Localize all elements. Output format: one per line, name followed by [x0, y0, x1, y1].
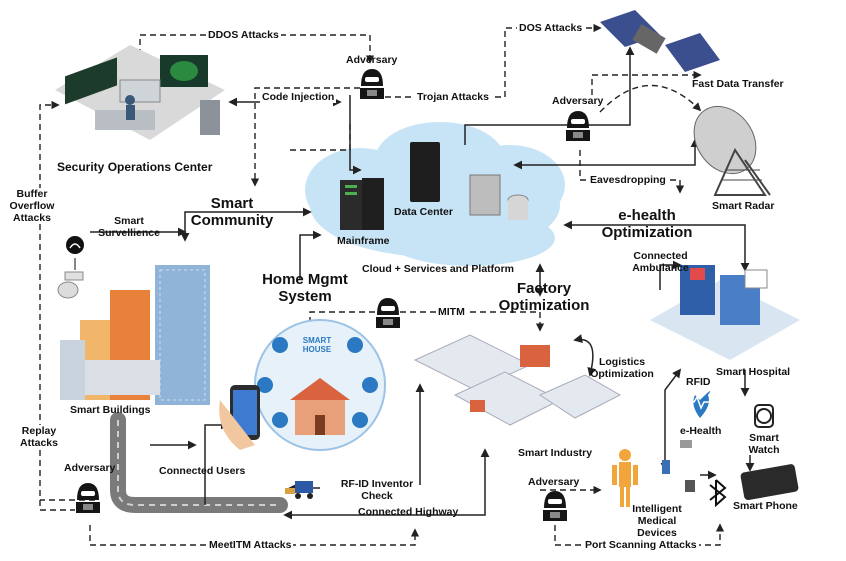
buffer-overflow-line: [39, 100, 60, 430]
factory-optimization-label: Factory Optimization: [498, 280, 590, 314]
mitm-label: MITM: [436, 306, 467, 318]
surveillance-illustration: [57, 236, 84, 299]
smart-industry-label: Smart Industry: [518, 447, 593, 459]
smart-hospital-label: Smart Hospital: [716, 366, 791, 378]
connected-users-label: Connected Users: [159, 465, 246, 477]
smart-radar-label: Smart Radar: [712, 200, 775, 212]
adversary-label: Adversary: [552, 95, 604, 107]
cloud-label: Cloud + Services and Platform: [362, 263, 515, 275]
rfid-inventory-label: RF-ID Inventor Check: [340, 478, 414, 502]
adversary-icon: [357, 66, 387, 100]
adversary-radar-line: [599, 84, 702, 113]
trojan-attack-label: Trojan Attacks: [415, 91, 491, 103]
smart-community-label: Smart Community: [190, 195, 274, 229]
code-injection-line: [250, 87, 360, 187]
intelligent-medical-devices-label: Intelligent Medical Devices: [632, 503, 682, 539]
phone-hand-illustration: [219, 385, 260, 450]
ehealth-label: e-Health: [680, 425, 722, 437]
logistics-optimization-label: Logistics Optimization: [590, 356, 654, 380]
bluetooth-illustration: [709, 479, 727, 508]
data-center-label: Data Center: [394, 206, 453, 218]
adversary-icon: [563, 108, 593, 142]
buffer-overflow-label: Buffer Overflow Attacks: [0, 188, 64, 224]
rfid-truck-illustration: [285, 481, 313, 499]
medical-human-figure: [612, 440, 695, 507]
ddos-attack-label: DDOS Attacks: [206, 29, 281, 41]
soc-label: Security Operations Center: [57, 160, 213, 174]
security-operations-center-illustration: [55, 45, 225, 140]
adversary-icon: [540, 488, 570, 522]
adversary-icon: [373, 295, 403, 329]
satellite-illustration: [600, 10, 720, 72]
smart-buildings-label: Smart Buildings: [70, 404, 151, 416]
smart-surveillence-label: Smart Survellience: [98, 215, 160, 239]
smart-house-label: SMART HOUSE: [302, 336, 332, 354]
fast-data-transfer-label: Fast Data Transfer: [692, 78, 784, 90]
server-illustration: [340, 142, 529, 230]
meetitm-attack-label: MeetITM Attacks: [207, 539, 294, 551]
smart-watch-illustration: [754, 404, 774, 428]
smart-phone-illustration: [740, 464, 799, 501]
adversary-icon: [73, 480, 103, 514]
replay-line: [39, 430, 75, 511]
ehealth-optimization-label: e-health Optimization: [601, 207, 693, 241]
trojan-dos-line: [385, 23, 602, 98]
rfid-label: RFID: [686, 376, 711, 388]
factory-illustration: [413, 334, 622, 426]
mainframe-label: Mainframe: [337, 235, 390, 247]
replay-attack-label: Replay Attacks: [16, 425, 62, 449]
hospital-illustration: [650, 265, 800, 360]
connected-highway-label: Connected Highway: [358, 506, 459, 518]
connected-ambulance-label: Connected Ambulance: [632, 250, 689, 274]
adversary-fast-data-line: [591, 70, 702, 95]
adversary-label: Adversary: [64, 462, 116, 474]
eavesdropping-label: Eavesdropping: [588, 174, 668, 186]
dos-attack-label: DOS Attacks: [517, 22, 585, 34]
home-mgmt-label: Home Mgmt System: [262, 271, 348, 305]
smart-watch-label: Smart Watch: [748, 432, 780, 456]
ehealth-heart-illustration: [686, 391, 714, 418]
adversary-label: Adversary: [528, 476, 580, 488]
smart-buildings-illustration: [60, 265, 210, 405]
smart-house-illustration: [254, 319, 386, 451]
adversary-label: Adversary: [346, 54, 398, 66]
code-injection-label: Code Injection: [260, 91, 337, 103]
smart-phone-label: Smart Phone: [733, 500, 798, 512]
radar-illustration: [693, 105, 771, 196]
port-scanning-label: Port Scanning Attacks: [583, 539, 699, 551]
